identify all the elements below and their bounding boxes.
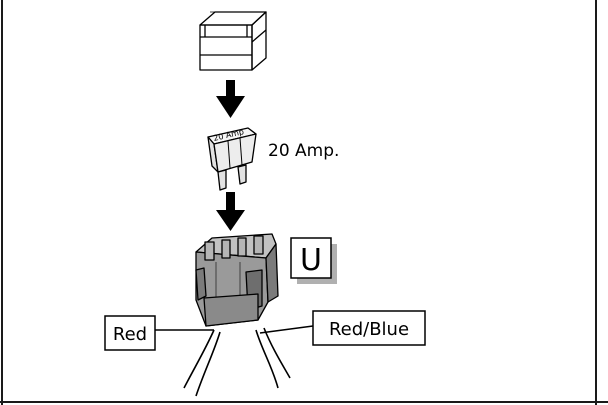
down-arrow-icon	[216, 192, 245, 231]
connector-icon	[195, 233, 279, 327]
fuse-cover-icon	[199, 11, 267, 71]
wire-left-label: Red	[113, 324, 147, 345]
connector-letter-badge: U	[290, 237, 337, 284]
wire-label-red: Red	[104, 315, 214, 351]
wire-bundle	[183, 327, 291, 397]
down-arrow-icon	[216, 80, 245, 118]
fuse-icon: 20 Amp	[207, 127, 257, 191]
fuse-rating-label: 20 Amp.	[268, 141, 339, 161]
wire-label-red-blue: Red/Blue	[259, 310, 426, 346]
connector-letter: U	[300, 243, 322, 278]
wire-right-label: Red/Blue	[329, 319, 409, 340]
